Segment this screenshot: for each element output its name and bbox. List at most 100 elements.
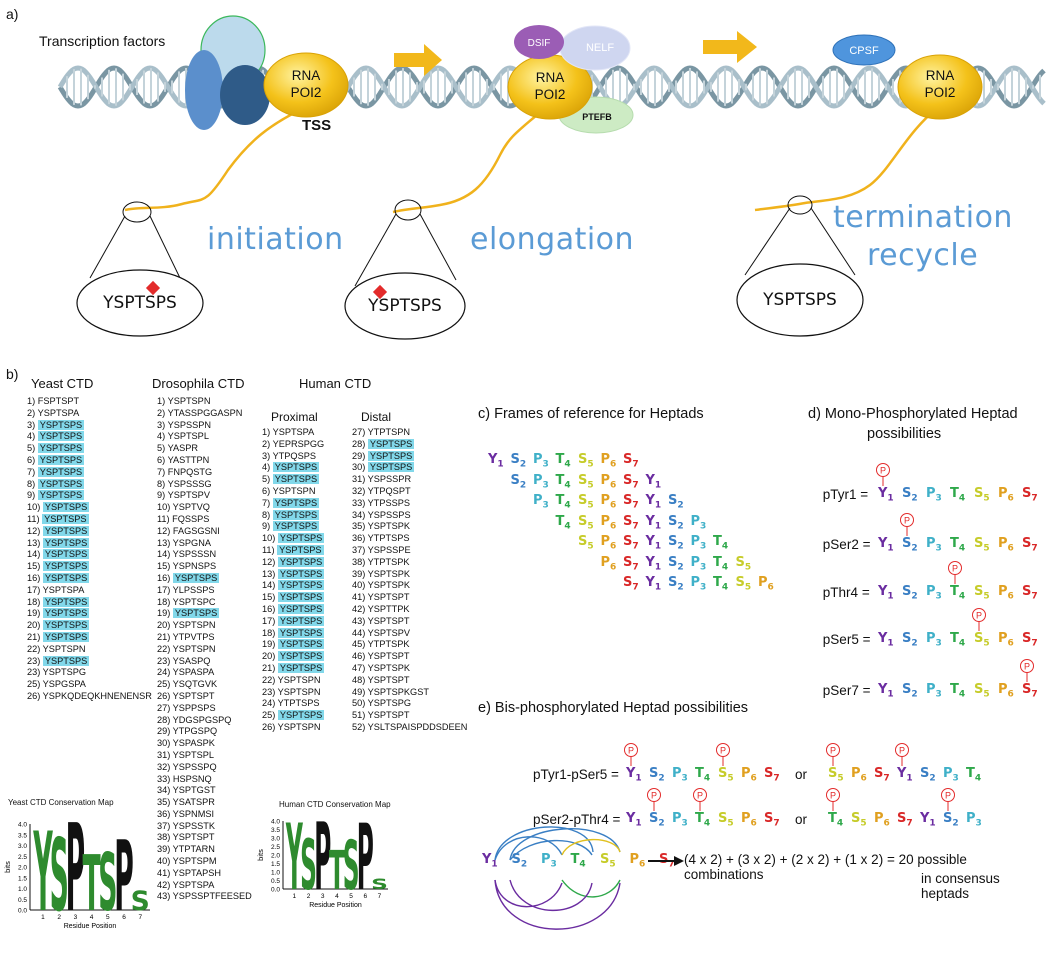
ctd-repeat: 35) YSATSPR [157,797,252,809]
residue-y1: Y1 [878,631,894,649]
repeat-sequence: YSPTVQ [172,502,210,513]
ctd-repeat: 6) YSPTSPN [262,486,324,498]
logo-letter: S [300,826,317,906]
residue-s5: S5 [735,575,752,593]
ctd-repeat: 28) YSPTSPS [352,438,467,451]
ctd-repeat: 13) YSPGNA [157,538,252,550]
cpsf-ellipse [832,34,896,66]
residue-s7: S7 [764,811,780,829]
residue-s2: S2 [943,811,959,829]
repeat-index: 25) [157,679,173,690]
repeat-sequence: YTPVTPS [172,631,215,642]
mono-row-label: pSer7 = [822,683,871,698]
logo-letter: Y [33,810,53,930]
logo-x-tick: 3 [321,893,325,900]
residue-p6: P6 [998,486,1014,504]
repeat-sequence: YSPTAPSH [172,867,222,878]
repeat-sequence: YSPTSPS [42,620,90,631]
repeat-index: 46) [352,651,368,662]
residue-s7: S7 [623,575,639,593]
zoom-lines [89,207,856,287]
repeat-index: 29) [157,726,173,737]
phospho-symbol: P [628,746,634,756]
logo-y-tick: 4.0 [271,819,280,826]
logo-y-tick: 1.0 [271,870,280,877]
repeat-index: 30) [157,738,173,749]
residue-y1: Y1 [645,534,662,552]
residue-p3: P3 [533,493,549,511]
residue-p3: P3 [541,852,557,870]
repeat-index: 14) [27,549,43,560]
ctd-repeat: 3) YSPSSPN [157,420,252,432]
ctd-repeat: 2) YSPTSPA [27,408,152,420]
phospho-symbol: P [830,791,836,801]
repeat-index: 35) [157,797,173,808]
residue-p6: P6 [600,493,617,511]
repeat-sequence: YSPSSTK [172,820,216,831]
logo-x-tick: 2 [307,893,311,900]
repeat-index: 8) [27,478,38,489]
repeat-sequence: YSPTSPS [42,596,90,607]
logo-x-tick: 4 [90,914,94,921]
residue-s5: S5 [600,852,616,870]
ctd-oval-1 [76,269,204,337]
repeat-index: 22) [157,643,173,654]
repeat-index: 13) [157,537,173,548]
repeat-index: 5) [262,474,273,485]
residue-s7: S7 [623,534,639,552]
logo-letter: S [131,886,150,917]
repeat-index: 12) [262,556,278,567]
ctd-repeat: 38) YTPTSPK [352,557,467,569]
repeat-sequence: YSPTSPL [172,749,215,760]
bis-row-label: pTyr1-pSer5 = [533,767,619,782]
repeat-index: 25) [27,679,43,690]
repeat-index: 9) [27,490,38,501]
phospho-marker: P [716,743,730,766]
repeat-sequence: FQSSPS [172,513,210,524]
logo-x-tick: 7 [138,914,142,921]
ctd-repeat: 1) YSPTSPA [262,427,324,439]
ctd-repeat: 4) YSPTSPS [27,431,152,443]
repeat-sequence: YSPTSPA [172,879,215,890]
rna-pol-2-label2: POI2 [535,87,566,102]
repeat-index: 1) [262,427,273,437]
ctd-repeat: 36) YTPTSPS [352,533,467,545]
repeat-sequence: YSPTSPS [367,438,415,449]
ctd-repeat: 18) YSPTSPC [157,597,252,609]
ctd-repeat: 9) YSPTSPS [262,521,324,533]
or-label: or [795,812,808,827]
residue-s2: S2 [668,554,684,573]
ctd-repeat: 5) YSPTSPS [27,443,152,455]
ctd-repeat: 26) YSPKQDEQKHNENENSR [27,691,152,703]
repeat-sequence: YSPSSPR [367,474,412,485]
logo-x-tick: 1 [293,893,297,900]
residue-y1: Y1 [645,554,662,573]
repeat-index: 19) [157,608,173,619]
residue-t4: T4 [695,766,711,784]
repeat-index: 17) [157,584,173,595]
repeat-index: 38) [157,832,173,843]
residue-s5: S5 [974,631,990,649]
ctd-repeat: 22) YSPTSPN [262,675,324,687]
ctd-repeat: 35) YSPTSPK [352,521,467,533]
phospho-marker: P [900,513,914,536]
rna-pol-1-label2: POI2 [291,85,322,100]
residue-s2: S2 [510,452,527,470]
repeat-sequence: YTPTSPS [277,698,320,709]
residue-t4: T4 [950,536,966,554]
logo-y-label: bits [256,849,265,861]
repeat-index: 13) [27,537,43,548]
residue-s2: S2 [668,534,684,552]
repeat-index: 19) [262,639,278,650]
repeat-index: 45) [352,639,368,650]
residue-s5: S5 [851,811,867,829]
repeat-index: 4) [27,431,38,442]
residue-y1: Y1 [920,811,936,829]
residue-s7: S7 [1022,486,1038,504]
ctd-repeat: 1) FSPTSPT [27,396,152,408]
logo-y-tick: 2.0 [271,853,280,860]
repeat-index: 20) [157,620,173,631]
repeat-sequence: YSPTSPL [167,431,209,442]
ctd-repeat: 20) YSPTSPS [262,651,325,663]
